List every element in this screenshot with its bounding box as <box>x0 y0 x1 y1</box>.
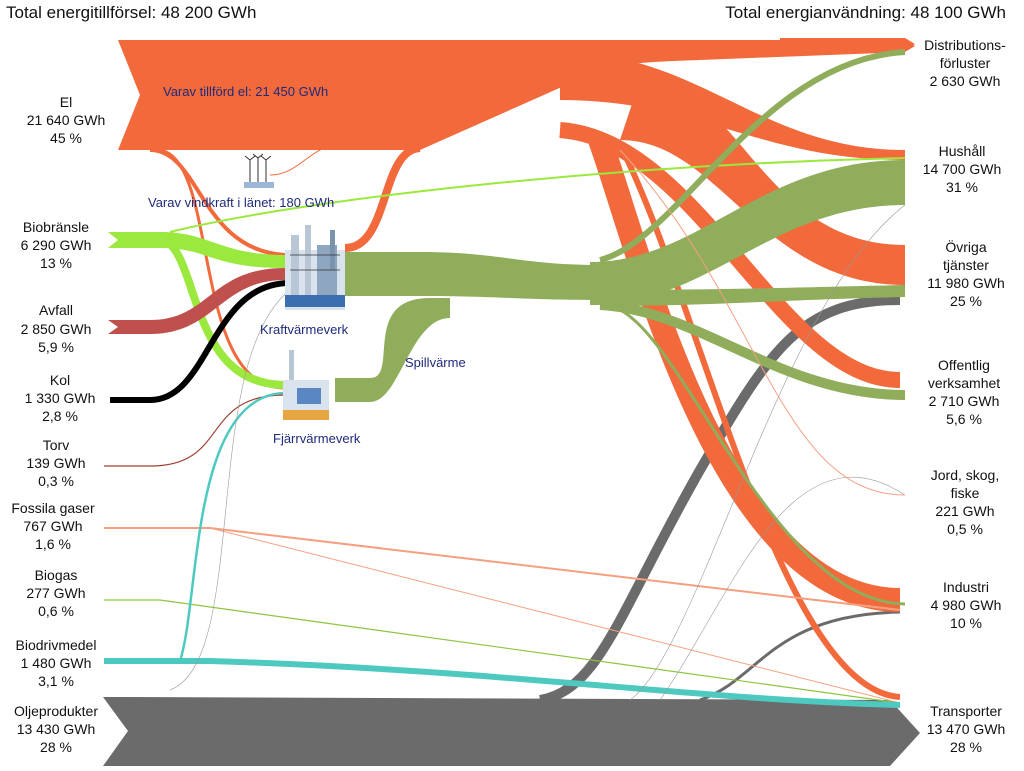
power-plant-icon <box>285 225 345 310</box>
flow-oil-transport <box>103 697 920 766</box>
source-oil-value: 13 430 GWh <box>17 721 96 737</box>
sink-industry-name: Industri <box>943 579 989 595</box>
source-coal-name: Kol <box>50 372 70 388</box>
source-bio-share: 13 % <box>40 255 72 271</box>
sink-industry-value: 4 980 GWh <box>931 597 1002 613</box>
source-waste-name: Avfall <box>39 302 73 318</box>
source-bio-name: Biobränsle <box>23 219 89 235</box>
district-heating-label: Fjärrvärmeverk <box>273 431 361 446</box>
flow-jord <box>619 149 906 496</box>
flow-oil-services <box>539 295 901 705</box>
flow-biofuel-transport <box>104 658 901 708</box>
source-peat-share: 0,3 % <box>38 473 74 489</box>
flow-bio-dh <box>162 236 286 389</box>
waste-heat-label: Spillvärme <box>405 355 466 370</box>
source-el-value: 21 640 GWh <box>27 112 106 128</box>
el-supplied-label: Varav tillförd el: 21 450 GWh <box>163 84 328 99</box>
wind-turbine-icon <box>244 153 274 188</box>
source-biofuel-name: Biodrivmedel <box>16 637 97 653</box>
sink-agri-value: 221 GWh <box>935 503 994 519</box>
source-biogas-share: 0,6 % <box>38 603 74 619</box>
sink-transport-name: Transporter <box>930 703 1002 719</box>
flow-oil-industry <box>699 610 901 702</box>
sink-public-line1: Offentlig <box>938 357 990 373</box>
sink-services-value: 11 980 GWh <box>927 275 1005 291</box>
total-use-header: Total energianvändning: 48 100 GWh <box>725 3 1006 22</box>
sink-agri-line2: fiske <box>951 485 980 501</box>
source-el-name: El <box>60 94 72 110</box>
flow-misc-1 <box>169 289 291 691</box>
flow-el-trunk <box>118 40 915 150</box>
sink-public-value: 2 710 GWh <box>929 393 1000 409</box>
flow-bio-chp <box>108 232 285 268</box>
flow-el-losses <box>780 38 915 50</box>
flow-peat <box>104 394 286 467</box>
source-biogas-value: 277 GWh <box>26 585 85 601</box>
flow-waste-chp <box>108 268 285 334</box>
flow-el-wind <box>269 144 341 176</box>
source-waste-value: 2 850 GWh <box>21 321 92 337</box>
source-fossil-gas-value: 767 GWh <box>23 518 82 534</box>
flow-heat-public <box>599 300 906 400</box>
flow-biofuel-dh <box>178 391 286 662</box>
source-biofuel-value: 1 480 GWh <box>21 655 92 671</box>
source-bio-value: 6 290 GWh <box>21 237 92 253</box>
source-fossil-gas-share: 1,6 % <box>35 536 71 552</box>
flow-el-households <box>560 52 905 160</box>
source-biogas-name: Biogas <box>35 567 78 583</box>
flow-coal-chp <box>110 280 291 403</box>
sink-services-share: 25 % <box>950 293 982 309</box>
district-heating-plant-icon <box>283 350 329 420</box>
flow-heat-services <box>600 285 905 306</box>
sink-losses-line1: Distributions- <box>924 37 1006 53</box>
source-waste-share: 5,9 % <box>38 339 74 355</box>
flows <box>103 38 920 766</box>
flow-misc-2 <box>629 204 906 701</box>
sink-public-line2: verksamhet <box>928 375 1000 391</box>
sink-services-line2: tjänster <box>943 257 989 273</box>
flow-chp-heat <box>345 252 600 300</box>
source-coal-value: 1 330 GWh <box>25 390 96 406</box>
source-peat-name: Torv <box>43 437 69 453</box>
flow-el-services <box>620 80 905 285</box>
flow-el-chp <box>149 148 286 257</box>
source-oil-name: Oljeprodukter <box>14 703 98 719</box>
sink-households-value: 14 700 GWh <box>923 161 1002 177</box>
sink-services-line1: Övriga <box>945 238 986 255</box>
flow-heat-industry <box>609 304 906 606</box>
flow-biogas <box>104 599 901 704</box>
sink-labels: Distributions- förluster 2 630 GWh Hushå… <box>923 37 1006 755</box>
sink-public-share: 5,6 % <box>946 411 982 427</box>
source-labels: El 21 640 GWh 45 % Biobränsle 6 290 GWh … <box>11 94 105 755</box>
source-biofuel-share: 3,1 % <box>38 673 74 689</box>
flow-heat-losses <box>599 49 906 263</box>
sink-households-share: 31 % <box>946 179 978 195</box>
source-el-share: 45 % <box>50 130 82 146</box>
flow-heat-households <box>590 160 905 305</box>
sink-transport-value: 13 470 GWh <box>927 721 1006 737</box>
flow-dh-heat <box>335 298 450 402</box>
source-peat-value: 139 GWh <box>26 455 85 471</box>
sink-losses-value: 2 630 GWh <box>930 73 1001 89</box>
source-coal-share: 2,8 % <box>42 408 78 424</box>
sink-losses-line2: förluster <box>940 55 991 71</box>
sink-agri-line1: Jord, skog, <box>931 467 999 483</box>
sink-industry-share: 10 % <box>950 615 982 631</box>
source-oil-share: 28 % <box>40 739 72 755</box>
flow-chp-el <box>344 144 421 252</box>
flow-misc-3 <box>659 477 906 701</box>
chp-label: Kraftvärmeverk <box>260 322 349 337</box>
source-fossil-gas-name: Fossila gaser <box>11 500 95 516</box>
sink-households-name: Hushåll <box>939 143 986 159</box>
sink-transport-share: 28 % <box>950 739 982 755</box>
wind-label: Varav vindkraft i länet: 180 GWh <box>148 195 334 210</box>
flow-bio-households <box>169 157 906 233</box>
flow-el-industry <box>588 135 901 612</box>
sink-agri-share: 0,5 % <box>947 521 983 537</box>
flow-fossil-gas-transport <box>209 527 901 704</box>
total-supply-header: Total energitillförsel: 48 200 GWh <box>6 3 256 22</box>
